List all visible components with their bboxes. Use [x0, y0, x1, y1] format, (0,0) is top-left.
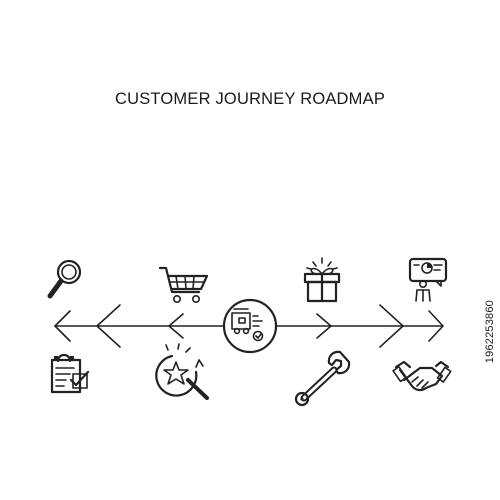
page-title: CUSTOMER JOURNEY ROADMAP — [114, 90, 386, 108]
arrow-right-end — [428, 310, 444, 342]
arrow-right-1 — [316, 313, 332, 339]
watermark-id: 1962253860 — [484, 300, 496, 364]
magnifier-icon — [47, 259, 82, 299]
handshake-icon — [392, 360, 452, 392]
gift-box-icon — [303, 257, 341, 303]
presentation-icon — [408, 257, 448, 302]
clipboard-bag-icon — [50, 353, 90, 394]
wrench-icon — [294, 350, 351, 407]
shopping-cart-icon — [158, 266, 209, 303]
star-click-icon — [155, 343, 209, 400]
arrow-right-2 — [379, 304, 404, 348]
arrow-left-3 — [168, 313, 184, 339]
arrow-left-end — [54, 310, 71, 342]
delivery-truck-icon — [222, 298, 278, 354]
arrow-left-2 — [96, 304, 121, 348]
timeline — [54, 304, 444, 348]
